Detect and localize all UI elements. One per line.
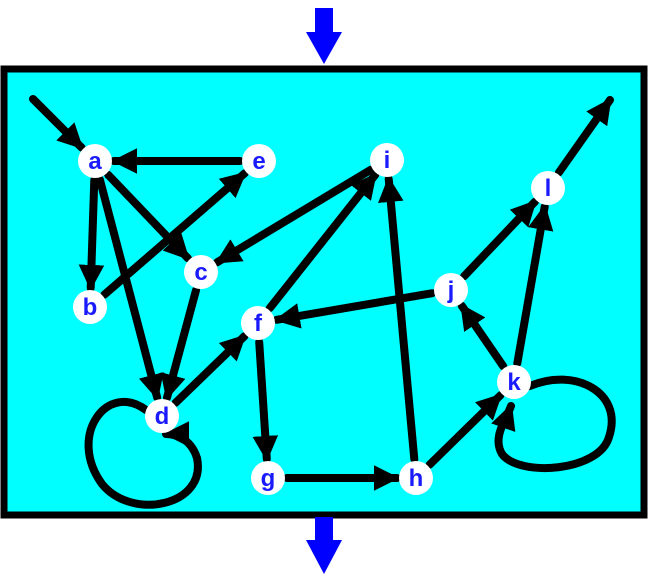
node-j-label: j — [447, 277, 455, 304]
edge-f-to-g — [252, 338, 279, 463]
node-d: d — [145, 399, 179, 433]
edge-a-to-c — [104, 170, 192, 263]
node-i-label: i — [384, 147, 391, 174]
node-f: f — [241, 306, 275, 340]
edge-h-to-i — [378, 174, 419, 464]
node-j: j — [434, 273, 468, 307]
edge-c-to-d — [160, 286, 200, 402]
edge-f-to-i — [265, 170, 380, 313]
edge-d-to-f — [171, 332, 249, 407]
node-g-label: g — [261, 465, 276, 492]
node-g: g — [251, 461, 285, 495]
node-l: l — [531, 171, 565, 205]
edge-entry-to-a — [29, 95, 86, 152]
node-l-label: l — [545, 175, 552, 202]
edge-a-to-b — [78, 176, 105, 292]
edge-j-to-l — [460, 197, 539, 281]
edges-layer — [29, 95, 616, 509]
node-b-label: b — [83, 294, 98, 321]
edge-d-to-d — [84, 398, 202, 509]
nodes-layer: a b c d e f g h — [73, 143, 565, 495]
node-b: b — [73, 290, 107, 324]
node-f-label: f — [254, 310, 263, 337]
node-c-label: c — [194, 259, 207, 286]
edge-j-to-f — [272, 289, 437, 329]
edge-k-to-l — [513, 202, 554, 368]
node-e: e — [242, 144, 276, 178]
node-a-label: a — [88, 148, 102, 175]
exit-block-arrow — [306, 517, 342, 574]
node-e-label: e — [252, 148, 265, 175]
edge-h-to-k — [425, 391, 505, 469]
node-a: a — [78, 144, 112, 178]
node-k: k — [497, 365, 531, 399]
node-c: c — [184, 255, 218, 289]
edge-i-to-c — [213, 165, 375, 267]
edge-l-to-exit — [554, 96, 614, 177]
node-i: i — [370, 143, 404, 177]
node-k-label: k — [507, 369, 521, 396]
node-h: h — [399, 461, 433, 495]
graph-frame — [0, 65, 648, 519]
entry-block-arrow — [306, 8, 342, 64]
node-d-label: d — [155, 403, 170, 430]
node-h-label: h — [409, 465, 424, 492]
edge-a-to-d — [95, 175, 164, 402]
edge-k-to-j — [457, 301, 508, 371]
edge-k-to-k — [491, 375, 616, 472]
edge-b-to-e — [100, 169, 249, 299]
